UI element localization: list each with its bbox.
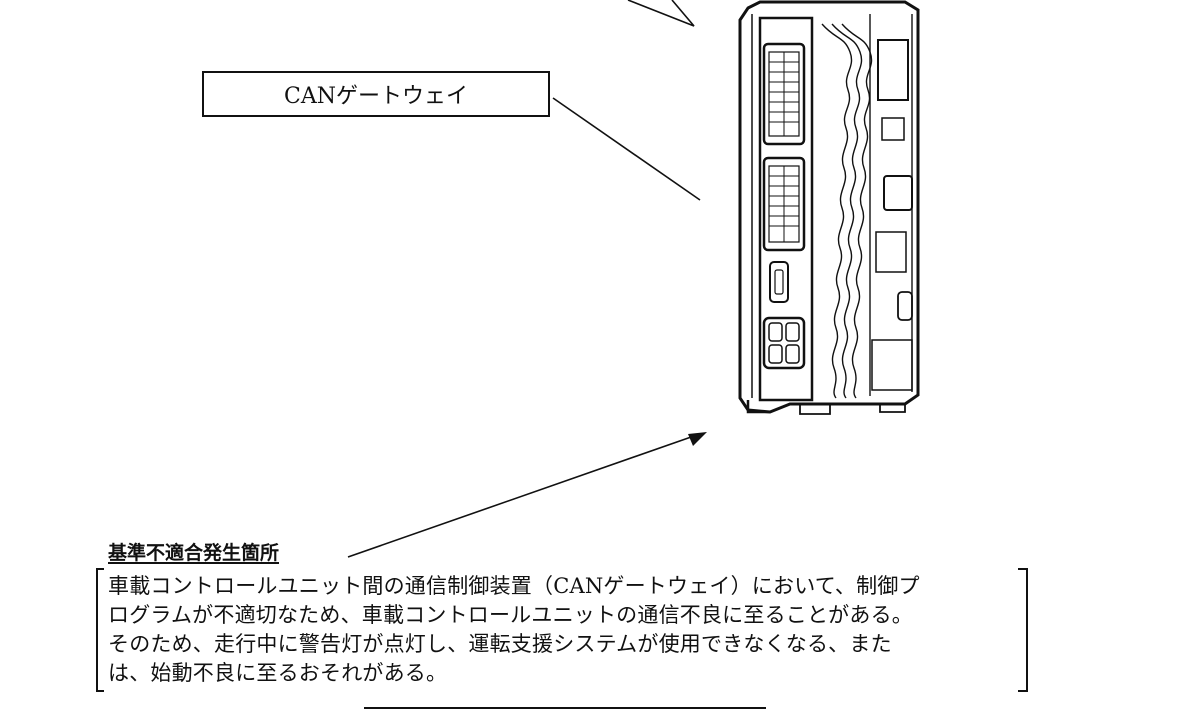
description-text: 車載コントロールユニット間の通信制御装置（CANゲートウェイ）において、制御プ … (108, 572, 1018, 688)
can-gateway-label: CANゲートウェイ (284, 84, 468, 109)
can-gateway-unit-drawing (738, 0, 920, 415)
description-line: は、始動不良に至るおそれがある。 (108, 661, 448, 685)
callout-leader-line (552, 97, 701, 201)
description-line: そのため、走行中に警告灯が点灯し、運転支援システムが使用できなくなる、また (108, 632, 892, 656)
description-bracket (96, 568, 1028, 692)
description-line: ログラムが不適切なため、車載コントロールユニットの通信不良に至ることがある。 (108, 603, 913, 627)
arrow-head-icon (688, 432, 707, 446)
top-pointer-line (627, 0, 695, 27)
can-gateway-callout-box: CANゲートウェイ (202, 71, 550, 117)
description-line: 車載コントロールユニット間の通信制御装置（CANゲートウェイ）において、制御プ (108, 574, 920, 598)
leader-lines (347, 0, 701, 558)
right-bracket (1018, 568, 1028, 692)
bottom-divider (364, 707, 766, 709)
location-arrow-line (347, 435, 695, 558)
section-heading: 基準不適合発生箇所 (108, 542, 280, 564)
left-bracket (96, 568, 104, 692)
